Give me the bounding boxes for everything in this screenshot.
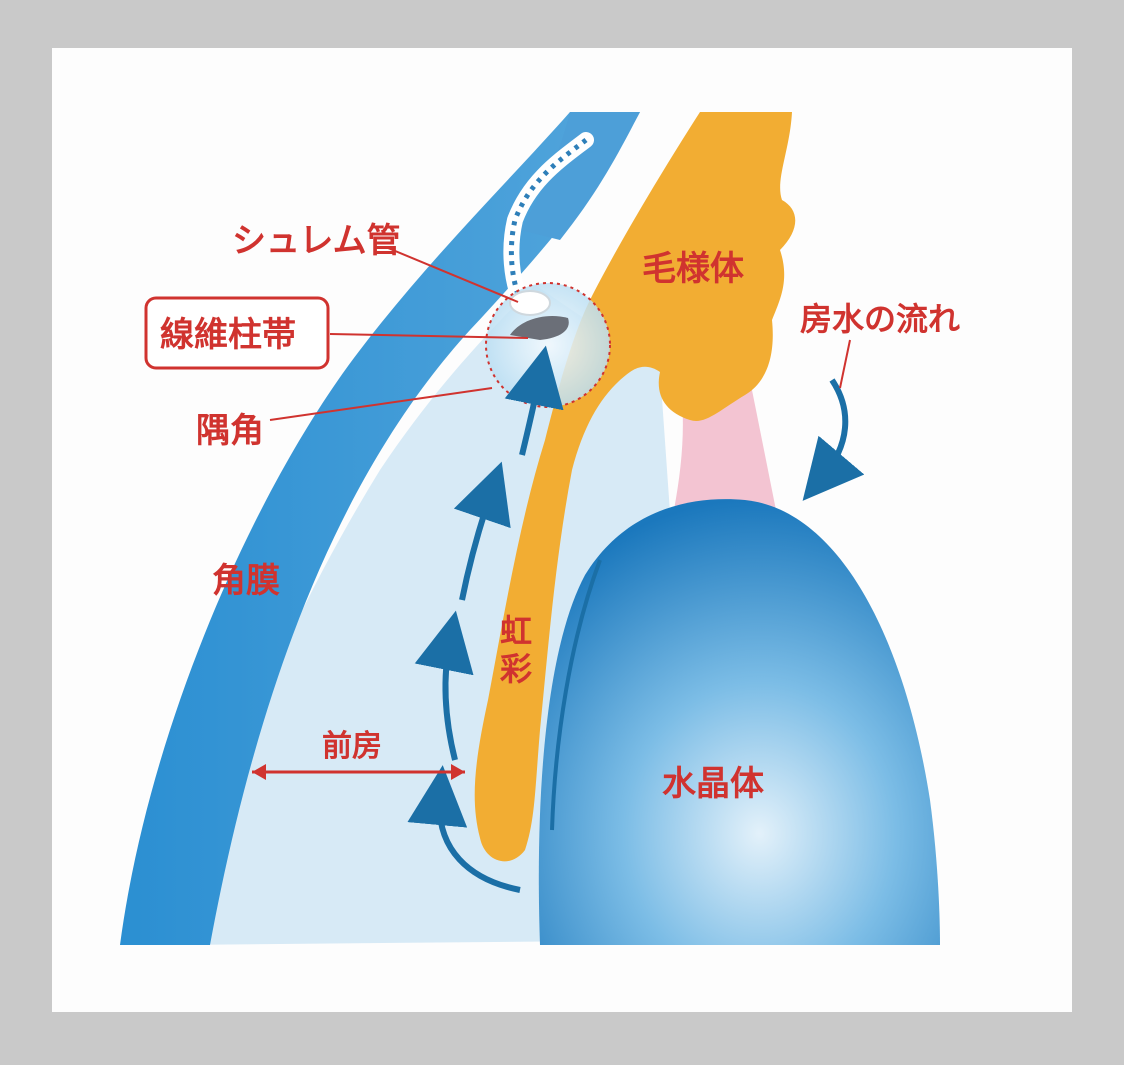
label-iris-char-1: 虹 <box>500 612 532 650</box>
label-cornea: 角膜 <box>212 561 280 601</box>
flow-arrow-side <box>802 378 865 501</box>
sclera-band <box>520 112 640 240</box>
label-schlemm-canal: シュレム管 <box>232 221 401 261</box>
label-ciliary-body: 毛様体 <box>642 249 744 289</box>
leader-angle <box>269 387 493 421</box>
leader-trabecular <box>329 333 529 339</box>
lens-capsule-line <box>550 559 602 831</box>
flow-arrow-4 <box>504 345 564 456</box>
label-trabecular-meshwork: 線維柱帯 <box>160 315 296 355</box>
leader-flow <box>839 339 851 389</box>
label-lens: 水晶体 <box>662 764 764 804</box>
trabecular-meshwork-shape <box>510 315 569 340</box>
leader-schlemm <box>387 247 519 303</box>
label-iris-char-2: 彩 <box>500 650 532 688</box>
flow-arrow-3 <box>453 461 511 601</box>
trabecular-label-box <box>144 296 330 370</box>
cornea-band <box>120 112 640 945</box>
label-aqueous-flow: 房水の流れ <box>800 300 960 338</box>
chamber-arrow-right-head <box>451 764 465 780</box>
chamber-arrow-left-head <box>252 764 266 780</box>
flow-arrow-1 <box>407 765 521 893</box>
label-anterior-chamber: 前房 <box>322 729 382 764</box>
lens-body <box>538 499 940 945</box>
schlemm-canal-opening <box>509 290 551 316</box>
flow-arrow-2 <box>414 610 474 761</box>
iris-ciliary-body <box>474 112 796 862</box>
schlemm-canal-path <box>503 132 594 308</box>
label-angle: 隅角 <box>196 411 264 451</box>
